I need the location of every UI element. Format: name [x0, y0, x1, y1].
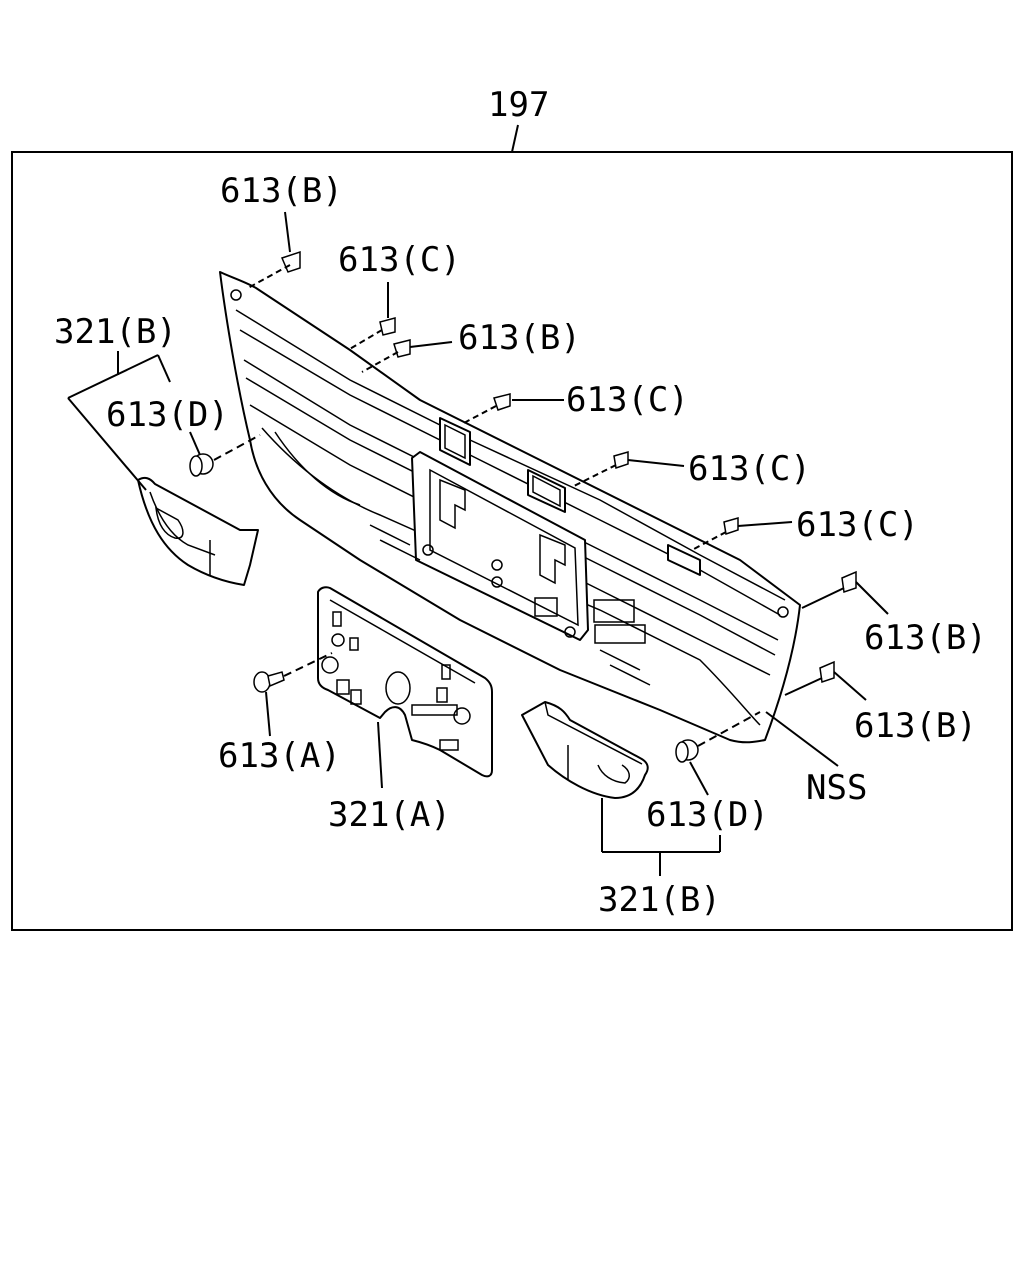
clip-613d-right: [675, 711, 761, 763]
callout-321b-right: 321(B): [598, 880, 721, 920]
left-end-cap: [137, 476, 259, 586]
assembly-ref-leader: [511, 124, 519, 153]
callout-613c-4: 613(C): [796, 505, 919, 545]
grille-body: [219, 271, 801, 744]
callout-613c-2: 613(C): [566, 380, 689, 420]
callout-613d-left: 613(D): [106, 395, 229, 435]
callout-613b-2: 613(B): [458, 318, 581, 358]
assembly-ref-label: 197: [488, 85, 549, 125]
callout-613c-1: 613(C): [338, 240, 461, 280]
clip-613d-left: [189, 434, 261, 477]
callout-321a: 321(A): [328, 795, 451, 835]
callout-613b-top: 613(B): [220, 171, 343, 211]
leader-lines: [67, 211, 889, 876]
license-plate-bracket: [317, 586, 493, 778]
diagram-frame: [11, 151, 1013, 931]
right-end-cap: [521, 701, 649, 799]
callout-613b-4: 613(B): [854, 706, 977, 746]
callout-321b-left: 321(B): [54, 312, 177, 352]
callout-613c-3: 613(C): [688, 449, 811, 489]
callout-613d-right: 613(D): [646, 795, 769, 835]
callout-613b-3: 613(B): [864, 618, 987, 658]
callout-nss: NSS: [806, 768, 867, 808]
screw-613a: [253, 652, 333, 693]
callout-613a: 613(A): [218, 736, 341, 776]
